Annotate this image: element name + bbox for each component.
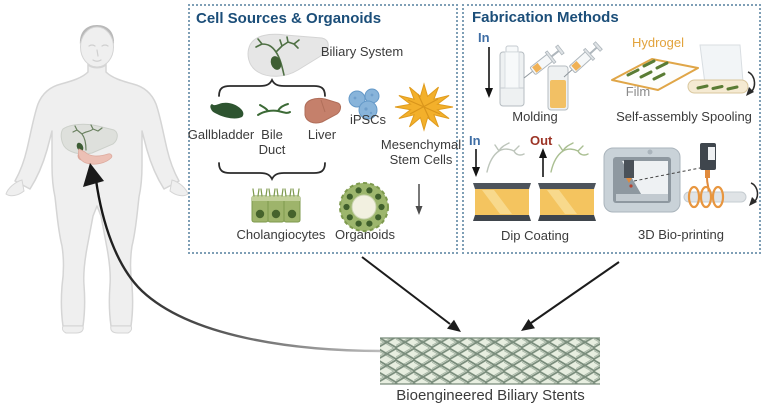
hydrogel-film-icon bbox=[611, 58, 699, 91]
bile-duct-icon bbox=[257, 103, 291, 116]
bioprint-extruder-icon bbox=[683, 143, 759, 209]
cell-sources-box bbox=[188, 4, 458, 254]
fabbox-to-stent-arrow bbox=[521, 261, 620, 331]
3d-printer-icon bbox=[603, 147, 706, 213]
liver-label: Liver bbox=[307, 127, 337, 142]
mold-tube-icon bbox=[499, 45, 525, 107]
bioprinting-label: 3D Bio-printing bbox=[638, 227, 724, 242]
msc-down-arrow bbox=[415, 184, 423, 215]
fab-box-title: Fabrication Methods bbox=[472, 9, 619, 26]
spooling-icon bbox=[687, 44, 756, 96]
dip-out-arrow bbox=[539, 148, 547, 177]
cellbox-to-stent-arrow bbox=[361, 256, 461, 332]
cholangiocytes-label: Cholangiocytes bbox=[236, 227, 326, 242]
organoids-label: Organoids bbox=[335, 227, 395, 242]
msc-icon bbox=[394, 82, 454, 132]
body-silhouette bbox=[14, 63, 180, 327]
msc-label: Mesenchymal Stem Cells bbox=[380, 137, 462, 167]
molding-in-label: In bbox=[478, 30, 490, 45]
coating-bath-icon-1 bbox=[473, 183, 531, 221]
organoid-icon bbox=[339, 182, 389, 232]
biliary-system-icon bbox=[247, 33, 329, 77]
molding-in-arrow bbox=[485, 47, 493, 98]
stent-mesh-illustration bbox=[380, 337, 600, 385]
overbrace bbox=[218, 77, 326, 97]
coating-bath-icon-2 bbox=[538, 183, 596, 221]
bile-duct-label: Bile Duct bbox=[258, 127, 286, 157]
dip-coating-label: Dip Coating bbox=[501, 228, 569, 243]
right-foot bbox=[110, 325, 133, 334]
left-foot bbox=[61, 325, 84, 334]
ipsc-icon bbox=[348, 88, 380, 120]
filled-tube-icon bbox=[547, 65, 569, 111]
stent-to-body-arrow bbox=[83, 163, 384, 353]
right-hand bbox=[169, 179, 189, 197]
gallbladder-label: Gallbladder bbox=[187, 127, 255, 142]
abdominal-organs bbox=[60, 123, 118, 165]
self-assembly-label: Self-assembly Spooling bbox=[616, 109, 752, 124]
cell-box-title: Cell Sources & Organoids bbox=[196, 10, 382, 27]
stent-label: Bioengineered Biliary Stents bbox=[396, 387, 585, 404]
dip-in-arrow bbox=[472, 149, 480, 177]
liver-icon bbox=[304, 97, 341, 124]
gallbladder-icon bbox=[210, 102, 244, 119]
biliary-system-label: Biliary System bbox=[320, 44, 404, 59]
human-body-illustration bbox=[5, 25, 189, 334]
cholangiocytes-icon bbox=[251, 188, 301, 223]
hydrogel-label: Hydrogel bbox=[631, 35, 685, 50]
left-hand bbox=[5, 179, 25, 197]
film-label: Film bbox=[625, 84, 651, 99]
underbrace bbox=[218, 162, 326, 182]
fabrication-methods-box bbox=[462, 4, 761, 254]
dip-out-label: Out bbox=[530, 133, 553, 148]
dip-in-label: In bbox=[469, 133, 481, 148]
molding-label: Molding bbox=[512, 109, 558, 124]
ipsc-label: iPSCs bbox=[349, 112, 387, 127]
